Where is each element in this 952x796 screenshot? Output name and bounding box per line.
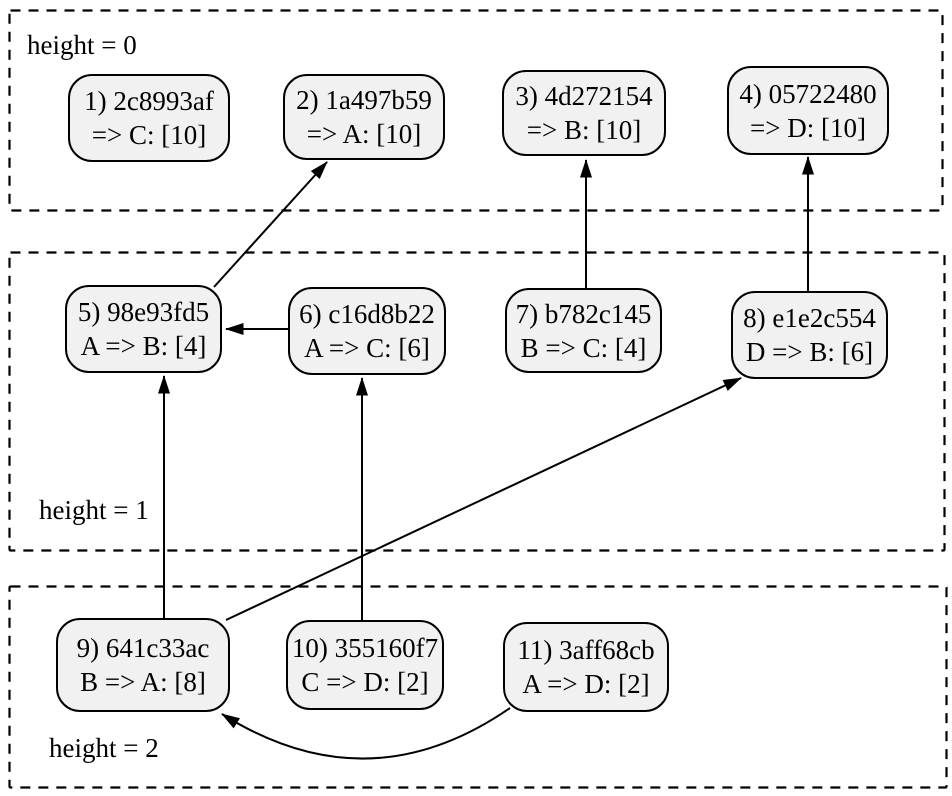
node-9: 9) 641c33ac B => A: [8] [56, 618, 230, 712]
node-9-title: 9) 641c33ac [76, 633, 210, 663]
node-8: 8) e1e2c554 D => B: [6] [731, 291, 888, 379]
node-8-title: 8) e1e2c554 [743, 303, 876, 333]
band-rect-height-0 [8, 9, 944, 212]
node-7: 7) b782c145 B => C: [4] [505, 288, 662, 373]
node-7-rule: B => C: [4] [520, 332, 647, 363]
node-7-title: 7) b782c145 [515, 298, 652, 329]
node-1-title: 1) 2c8993af [84, 86, 214, 116]
node-4: 4) 05722480 => D: [10] [727, 66, 889, 155]
node-6: 6) c16d8b22 A => C: [6] [288, 287, 446, 375]
node-1: 1) 2c8993af => C: [10] [68, 74, 230, 162]
node-2-rule: => A: [10] [306, 119, 422, 149]
band-label-height-0: height = 0 [27, 30, 137, 60]
node-3: 3) 4d272154 => B: [10] [502, 70, 666, 156]
node-3-title: 3) 4d272154 [515, 81, 653, 111]
node-9-rule: B => A: [8] [80, 667, 206, 697]
node-3-rule: => B: [10] [526, 115, 642, 145]
edge-arrow-9-to-8 [225, 377, 742, 621]
node-11-title: 11) 3aff68cb [517, 635, 655, 665]
node-6-title: 6) c16d8b22 [299, 299, 435, 329]
node-10-title: 10) 355160f7 [291, 633, 439, 663]
node-10-rule: C => D: [2] [301, 667, 429, 697]
node-8-rule: D => B: [6] [745, 337, 874, 367]
band-label-height-2: height = 2 [49, 733, 159, 763]
edge-arrow-5-to-2 [213, 161, 328, 288]
node-2: 2) 1a497b59 => A: [10] [283, 74, 445, 160]
node-1-rule: => C: [10] [91, 120, 207, 150]
edge-arrow-11-to-9 [221, 707, 511, 760]
band-rect-height-1 [8, 251, 946, 552]
node-11-rule: A => D: [2] [522, 669, 650, 699]
band-label-height-1: height = 1 [39, 495, 149, 525]
node-2-title: 2) 1a497b59 [296, 85, 432, 115]
band-rect-height-2 [8, 585, 948, 789]
node-4-title: 4) 05722480 [739, 78, 877, 109]
node-6-rule: A => C: [6] [304, 333, 430, 363]
node-4-rule: => D: [10] [750, 112, 866, 143]
node-5: 5) 98e93fd5 A => B: [4] [65, 285, 222, 373]
node-11: 11) 3aff68cb A => D: [2] [503, 622, 669, 712]
node-5-rule: A => B: [4] [80, 331, 207, 361]
node-5-title: 5) 98e93fd5 [77, 297, 210, 327]
node-10: 10) 355160f7 C => D: [2] [286, 620, 444, 710]
